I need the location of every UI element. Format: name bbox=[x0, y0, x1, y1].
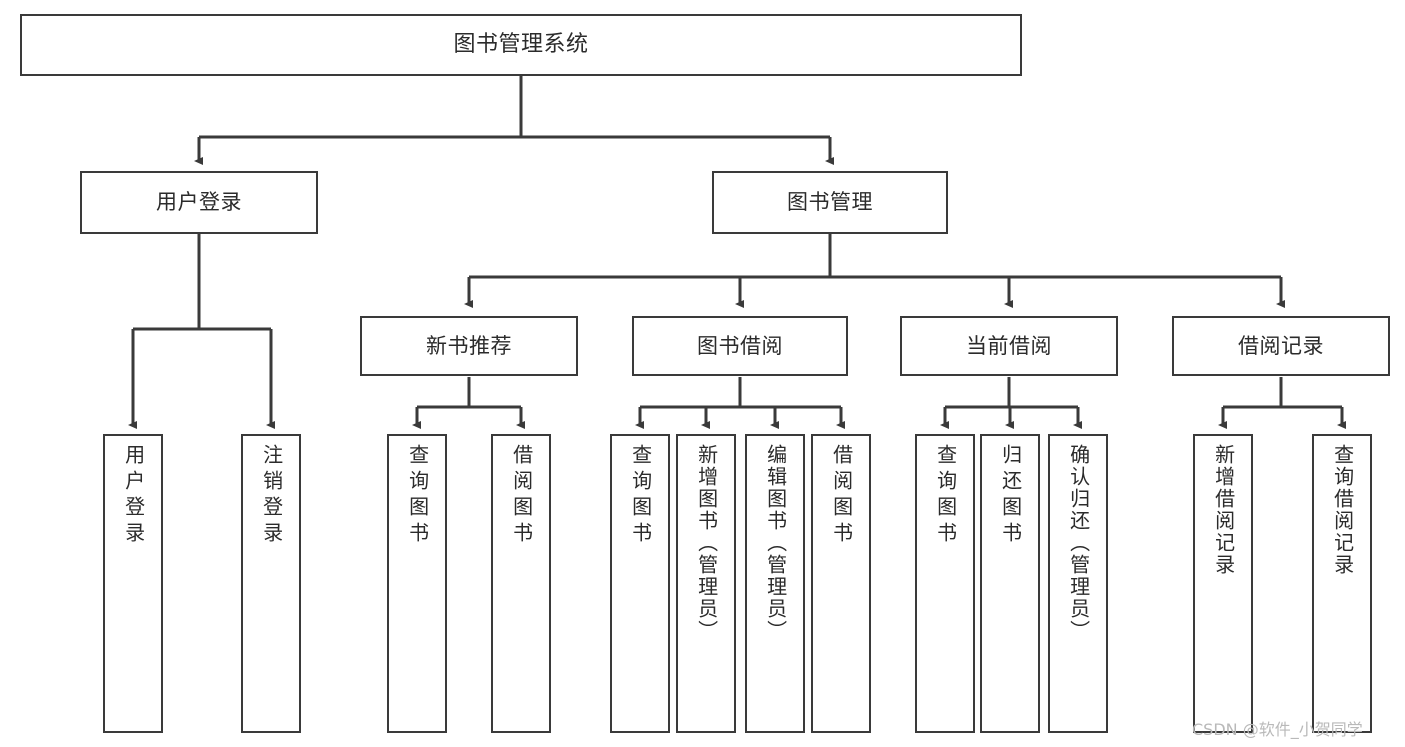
node-leaf-query-book-2[interactable]: 查询图书 bbox=[610, 434, 670, 733]
node-leaf-user-login[interactable]: 用户登录 bbox=[103, 434, 163, 733]
node-label: 当前借阅 bbox=[966, 333, 1052, 358]
node-leaf-add-record[interactable]: 新增借阅记录 bbox=[1193, 434, 1253, 733]
node-label: 注销登录 bbox=[259, 444, 284, 548]
node-current-borrow[interactable]: 当前借阅 bbox=[900, 316, 1118, 376]
node-borrow-record[interactable]: 借阅记录 bbox=[1172, 316, 1390, 376]
node-leaf-edit-book[interactable]: 编辑图书（管理员） bbox=[745, 434, 805, 733]
node-label: 新增图书（管理员） bbox=[694, 444, 719, 642]
node-book-borrow[interactable]: 图书借阅 bbox=[632, 316, 848, 376]
node-label: 查询图书 bbox=[933, 444, 958, 548]
node-label: 借阅记录 bbox=[1238, 333, 1324, 358]
node-leaf-borrow-book-1[interactable]: 借阅图书 bbox=[491, 434, 551, 733]
node-label: 借阅图书 bbox=[829, 444, 854, 548]
node-leaf-user-logout[interactable]: 注销登录 bbox=[241, 434, 301, 733]
node-root-system[interactable]: 图书管理系统 bbox=[20, 14, 1022, 76]
node-leaf-return-book[interactable]: 归还图书 bbox=[980, 434, 1040, 733]
node-leaf-add-book[interactable]: 新增图书（管理员） bbox=[676, 434, 736, 733]
node-leaf-query-record[interactable]: 查询借阅记录 bbox=[1312, 434, 1372, 733]
node-label: 查询图书 bbox=[405, 444, 430, 548]
watermark: CSDN @软件_小贺同学 bbox=[1192, 720, 1363, 739]
node-user-login[interactable]: 用户登录 bbox=[80, 171, 318, 234]
node-label: 图书借阅 bbox=[697, 333, 783, 358]
node-label: 用户登录 bbox=[156, 190, 242, 215]
node-label: 归还图书 bbox=[998, 444, 1023, 548]
node-label: 确认归还（管理员） bbox=[1066, 444, 1091, 642]
node-label: 用户登录 bbox=[121, 444, 146, 548]
node-book-manage[interactable]: 图书管理 bbox=[712, 171, 948, 234]
node-leaf-confirm-return[interactable]: 确认归还（管理员） bbox=[1048, 434, 1108, 733]
node-new-book-recommend[interactable]: 新书推荐 bbox=[360, 316, 578, 376]
node-label: 图书管理系统 bbox=[453, 32, 589, 58]
node-leaf-query-book-3[interactable]: 查询图书 bbox=[915, 434, 975, 733]
node-label: 编辑图书（管理员） bbox=[763, 444, 788, 642]
node-label: 新书推荐 bbox=[426, 333, 512, 358]
node-label: 查询借阅记录 bbox=[1330, 444, 1355, 576]
node-label: 借阅图书 bbox=[509, 444, 534, 548]
node-label: 新增借阅记录 bbox=[1211, 444, 1236, 576]
node-leaf-query-book-1[interactable]: 查询图书 bbox=[387, 434, 447, 733]
node-label: 查询图书 bbox=[628, 444, 653, 548]
node-leaf-borrow-book-2[interactable]: 借阅图书 bbox=[811, 434, 871, 733]
node-label: 图书管理 bbox=[787, 190, 873, 215]
